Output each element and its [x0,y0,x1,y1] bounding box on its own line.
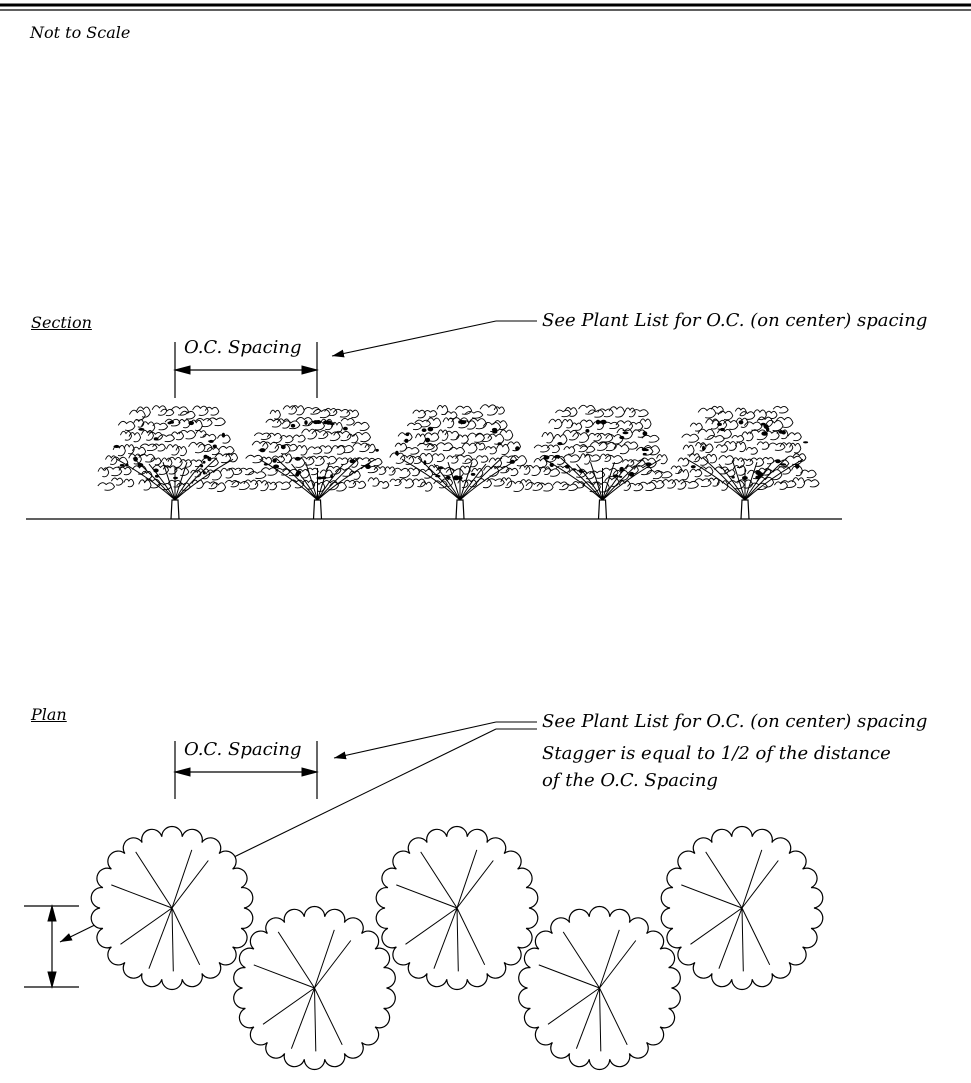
top-border [0,3,971,11]
stagger-arrow-bottom [47,971,57,989]
section-dimension-arrow-left [173,365,191,375]
scale-note: Not to Scale [30,23,131,42]
section-dimension [173,342,319,398]
plan-dimension-arrow-left [173,767,191,777]
section-callout-text: See Plant List for O.C. (on center) spac… [542,310,928,331]
stagger-note-line1: Stagger is equal to 1/2 of the distance [542,743,891,764]
plan-dimension-label: O.C. Spacing [184,739,302,760]
section-dimension-label: O.C. Spacing [184,337,302,358]
plan-shrub [660,825,824,991]
section-shrub [384,404,533,520]
plan-shrub [233,905,396,1071]
plan-shrub-layout [90,825,824,1071]
plan-shrub [518,905,681,1071]
plan-callout-text: See Plant List for O.C. (on center) spac… [542,711,928,732]
plan-dimension-arrow-right [301,767,319,777]
section-shrub [670,405,820,520]
section-shrub [525,404,677,520]
plan-shrub [375,825,539,991]
section-title: Section [31,313,92,332]
stagger-arrow-top [47,904,57,922]
stagger-dimension [24,904,79,989]
section-shrub-row [97,404,820,520]
plan-dimension [173,741,319,799]
plan-title: Plan [31,705,67,724]
plan-shrub [90,825,254,991]
section-dimension-arrow-right [301,365,319,375]
section-shrub [97,405,250,520]
stagger-note-line2: of the O.C. Spacing [542,770,718,791]
section-callout-leader [331,320,537,358]
section-shrub [238,405,390,520]
plan-callout-leader [333,721,537,760]
